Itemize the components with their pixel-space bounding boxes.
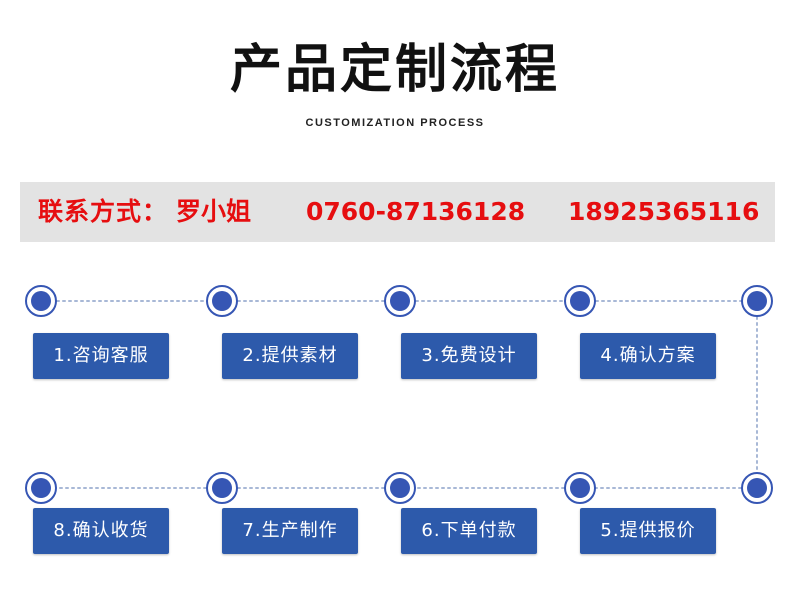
step-5-quotation: 5.提供报价 <box>580 508 716 554</box>
node-step-7 <box>206 472 238 504</box>
step-8-confirm-receipt: 8.确认收货 <box>33 508 169 554</box>
contact-phone-mobile: 18925365116 <box>568 197 760 226</box>
page-subtitle: CUSTOMIZATION PROCESS <box>305 117 485 129</box>
step-4-confirm-plan: 4.确认方案 <box>580 333 716 379</box>
node-corner-bottom <box>741 472 773 504</box>
contact-label: 联系方式： <box>38 197 169 226</box>
node-step-8 <box>25 472 57 504</box>
node-corner-top <box>741 285 773 317</box>
step-3-design: 3.免费设计 <box>401 333 537 379</box>
node-step-1 <box>25 285 57 317</box>
node-step-5 <box>564 472 596 504</box>
step-7-production: 7.生产制作 <box>222 508 358 554</box>
node-step-6 <box>384 472 416 504</box>
contact-phone-landline: 0760-87136128 <box>306 197 526 226</box>
step-1-consult: 1.咨询客服 <box>33 333 169 379</box>
node-step-2 <box>206 285 238 317</box>
contact-name: 罗小姐 <box>176 197 252 226</box>
node-step-3 <box>384 285 416 317</box>
contact-bar: 联系方式： 罗小姐 0760-87136128 18925365116 <box>20 182 775 242</box>
node-step-4 <box>564 285 596 317</box>
page-title: 产品定制流程 <box>229 40 560 100</box>
step-6-order-payment: 6.下单付款 <box>401 508 537 554</box>
step-2-materials: 2.提供素材 <box>222 333 358 379</box>
